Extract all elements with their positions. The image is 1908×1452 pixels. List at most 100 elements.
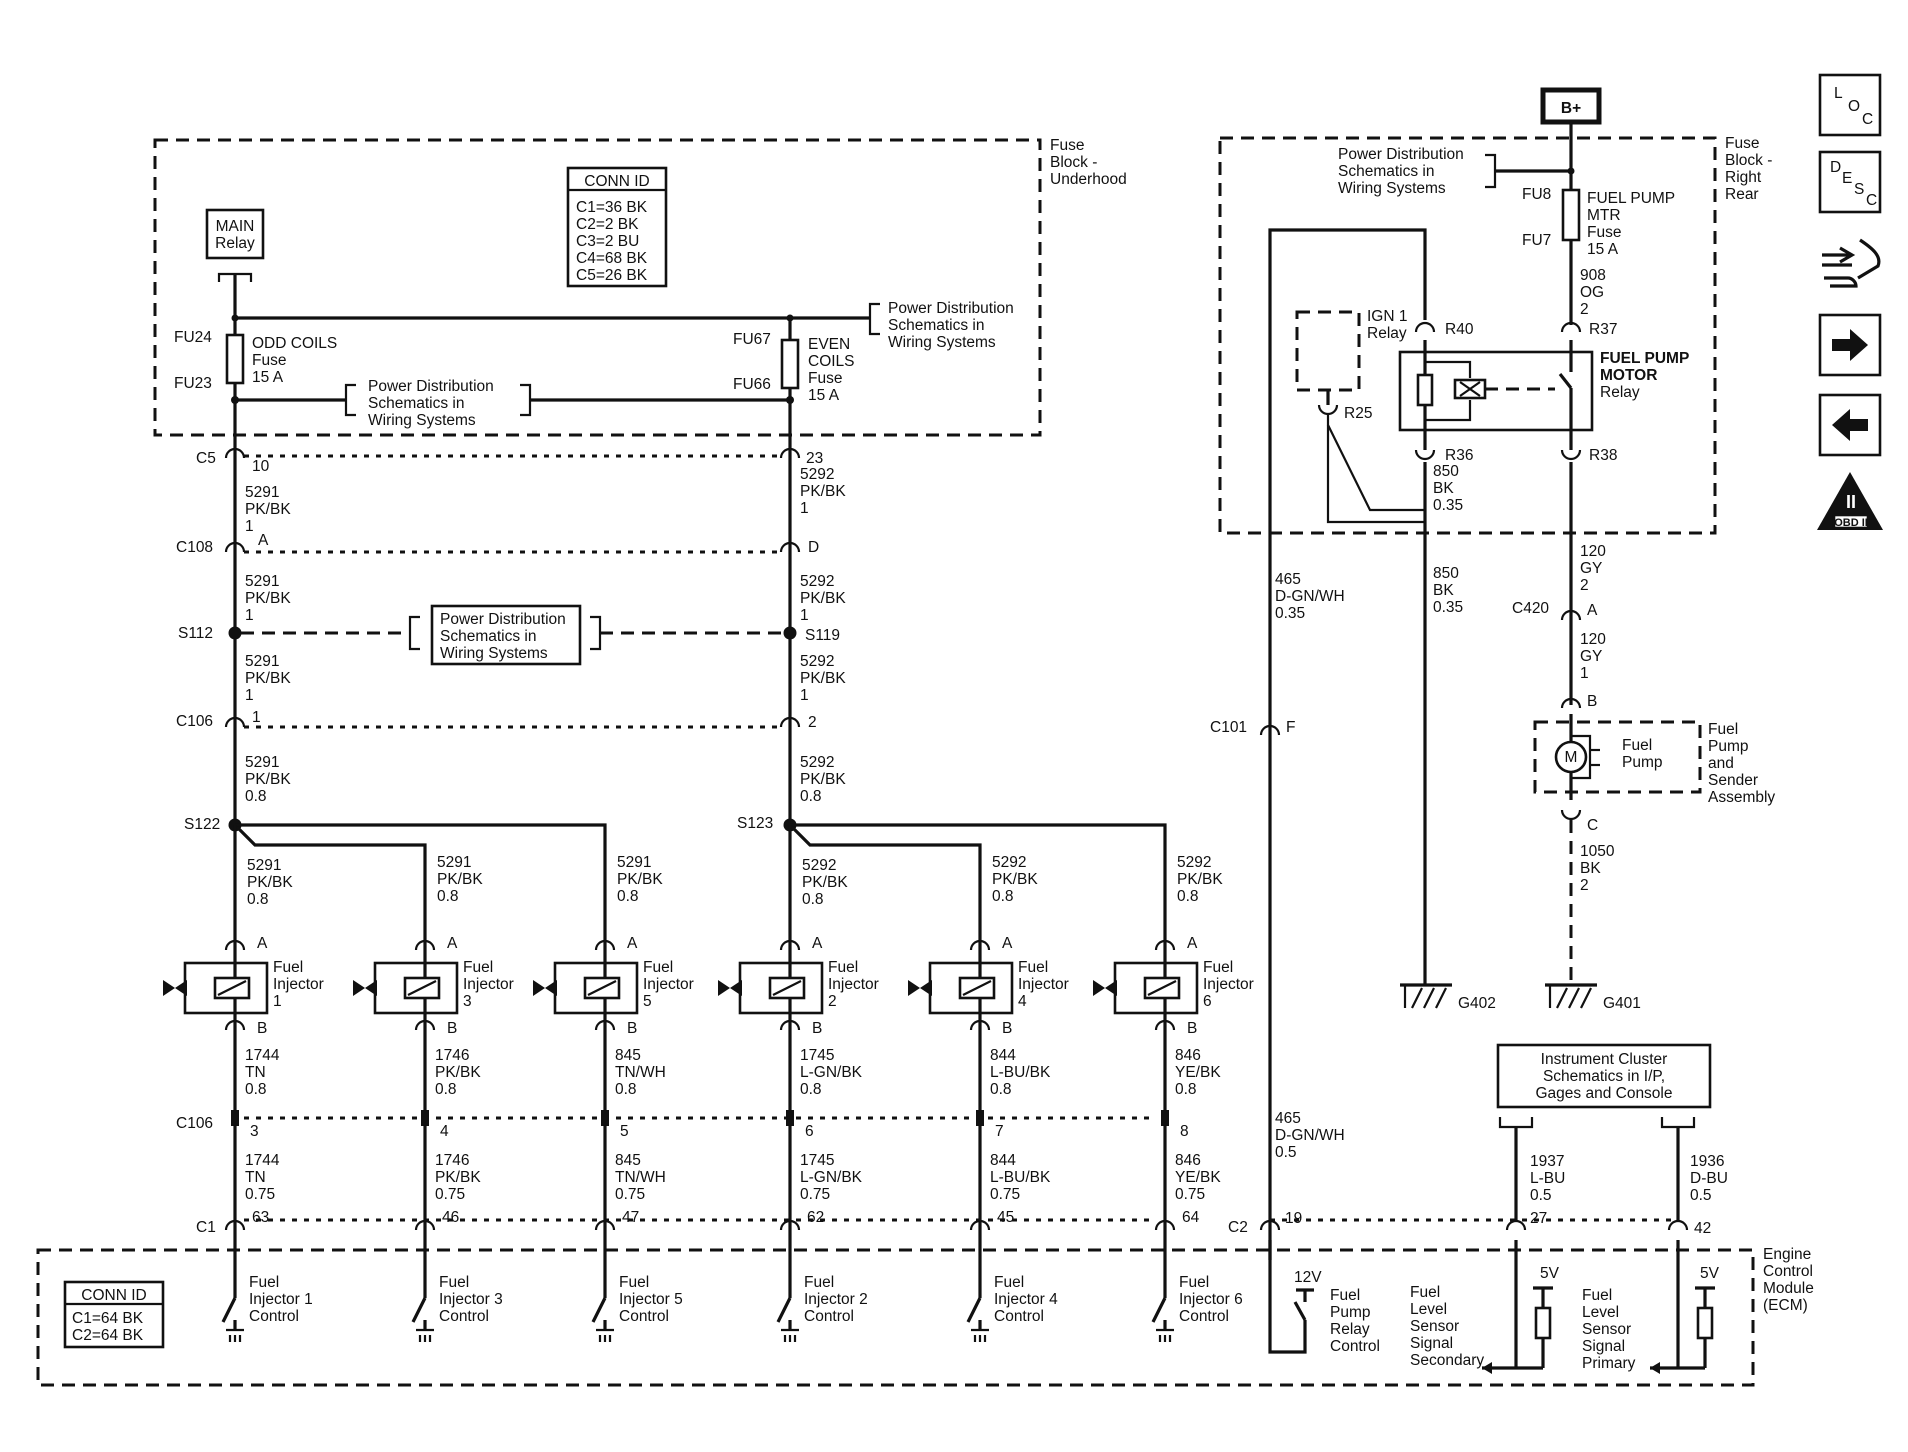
- injector-nozzle-icon: [533, 980, 557, 996]
- svg-text:12V: 12V: [1294, 1269, 1322, 1286]
- power-distribution-reference[interactable]: Power Distribution Schematics in Wiring …: [408, 604, 602, 666]
- svg-text:II: II: [1846, 492, 1856, 512]
- connector-c108: C108 A D: [176, 532, 819, 556]
- pin-b-label: B: [812, 1020, 822, 1037]
- svg-text:C420: C420: [1512, 600, 1549, 617]
- conn-id-title: CONN ID: [584, 173, 649, 190]
- injector-nozzle-icon: [1093, 980, 1117, 996]
- svg-text:S123: S123: [737, 815, 773, 832]
- conn-id-table-fuse-block: CONN ID C1=36 BK C2=2 BK C3=2 BU C4=68 B…: [566, 166, 668, 288]
- fu23-label: FU23: [174, 375, 212, 392]
- svg-text:C2=64 BK: C2=64 BK: [72, 1327, 144, 1344]
- conn-id-row: C1=36 BK: [576, 199, 648, 216]
- svg-text:A: A: [1587, 602, 1598, 619]
- pin-a-label: A: [627, 935, 638, 952]
- svg-text:C1=64 BK: C1=64 BK: [72, 1310, 144, 1327]
- power-distribution-reference[interactable]: Power Distribution Schematics in Wiring …: [868, 300, 1014, 351]
- ground-icon: [226, 1328, 244, 1342]
- svg-text:MTR: MTR: [1587, 207, 1621, 224]
- even-coils-fuse: FU67 FU66 EVEN COILS Fuse 15 A: [733, 318, 855, 440]
- fuse-block-underhood-label: Fuse Block - Underhood: [1050, 137, 1127, 188]
- svg-text:B: B: [1587, 693, 1597, 710]
- ground-icon: [596, 1328, 614, 1342]
- svg-text:23: 23: [806, 450, 823, 467]
- ground-icon: [781, 1328, 799, 1342]
- ground-icon: [416, 1328, 434, 1342]
- svg-text:Power Distribution: Power Distribution: [368, 378, 494, 395]
- pin-a-label: A: [1002, 935, 1013, 952]
- svg-text:G402: G402: [1458, 995, 1496, 1012]
- svg-text:Instrument Cluster: Instrument Cluster: [1541, 1051, 1668, 1068]
- power-distribution-reference[interactable]: Power Distribution Schematics in Wiring …: [231, 378, 794, 429]
- c106-pin-label: 3: [250, 1123, 259, 1140]
- svg-text:S: S: [1854, 181, 1864, 198]
- svg-text:Wiring Systems: Wiring Systems: [1338, 180, 1446, 197]
- instrument-cluster-reference[interactable]: Instrument Cluster Schematics in I/P, Ga…: [1496, 1043, 1728, 1220]
- svg-text:S122: S122: [184, 816, 220, 833]
- arrow-right-icon: [1832, 329, 1868, 361]
- obd-ii-button[interactable]: II OBD II: [1817, 472, 1883, 530]
- svg-text:D: D: [808, 539, 819, 556]
- svg-text:MAIN: MAIN: [216, 218, 255, 235]
- svg-text:R25: R25: [1344, 405, 1372, 422]
- svg-text:Fuse: Fuse: [252, 352, 286, 369]
- location-button[interactable]: L O C: [1818, 73, 1882, 137]
- svg-text:FU7: FU7: [1522, 232, 1551, 249]
- diagnostic-wrench-icon[interactable]: [1822, 238, 1881, 288]
- next-page-button[interactable]: [1818, 313, 1882, 377]
- svg-text:FU8: FU8: [1522, 186, 1551, 203]
- svg-text:R40: R40: [1445, 321, 1474, 338]
- conn-id-row: C5=26 BK: [576, 267, 648, 284]
- previous-page-button[interactable]: [1818, 393, 1882, 457]
- connector-c5: C5 10 23: [196, 447, 823, 475]
- svg-text:Wiring Systems: Wiring Systems: [368, 412, 476, 429]
- power-distribution-reference[interactable]: Power Distribution Schematics in Wiring …: [1338, 146, 1575, 197]
- svg-text:C: C: [1587, 817, 1598, 834]
- c1-pin-label: 62: [807, 1209, 824, 1226]
- splice-s122-s123: S122 S123: [184, 815, 1167, 940]
- svg-text:Power Distribution: Power Distribution: [888, 300, 1014, 317]
- svg-text:2: 2: [808, 714, 817, 731]
- ground-icon: [971, 1328, 989, 1342]
- injector-nozzle-icon: [353, 980, 377, 996]
- svg-text:5V: 5V: [1540, 1265, 1560, 1282]
- battery-positive-terminal: B+: [1540, 87, 1602, 205]
- svg-text:L: L: [1834, 85, 1843, 102]
- description-button[interactable]: D E S C: [1818, 150, 1882, 214]
- arrow-left-icon: [1832, 409, 1868, 441]
- svg-text:C: C: [1862, 111, 1873, 128]
- svg-text:CONN ID: CONN ID: [81, 1287, 146, 1304]
- svg-text:15 A: 15 A: [808, 387, 840, 404]
- svg-text:15 A: 15 A: [252, 369, 284, 386]
- svg-text:Relay: Relay: [215, 235, 255, 252]
- c106-pin-label: 5: [620, 1123, 629, 1140]
- svg-text:10: 10: [252, 458, 270, 475]
- lower-connectors: C106 C1 C2: [176, 1115, 1675, 1236]
